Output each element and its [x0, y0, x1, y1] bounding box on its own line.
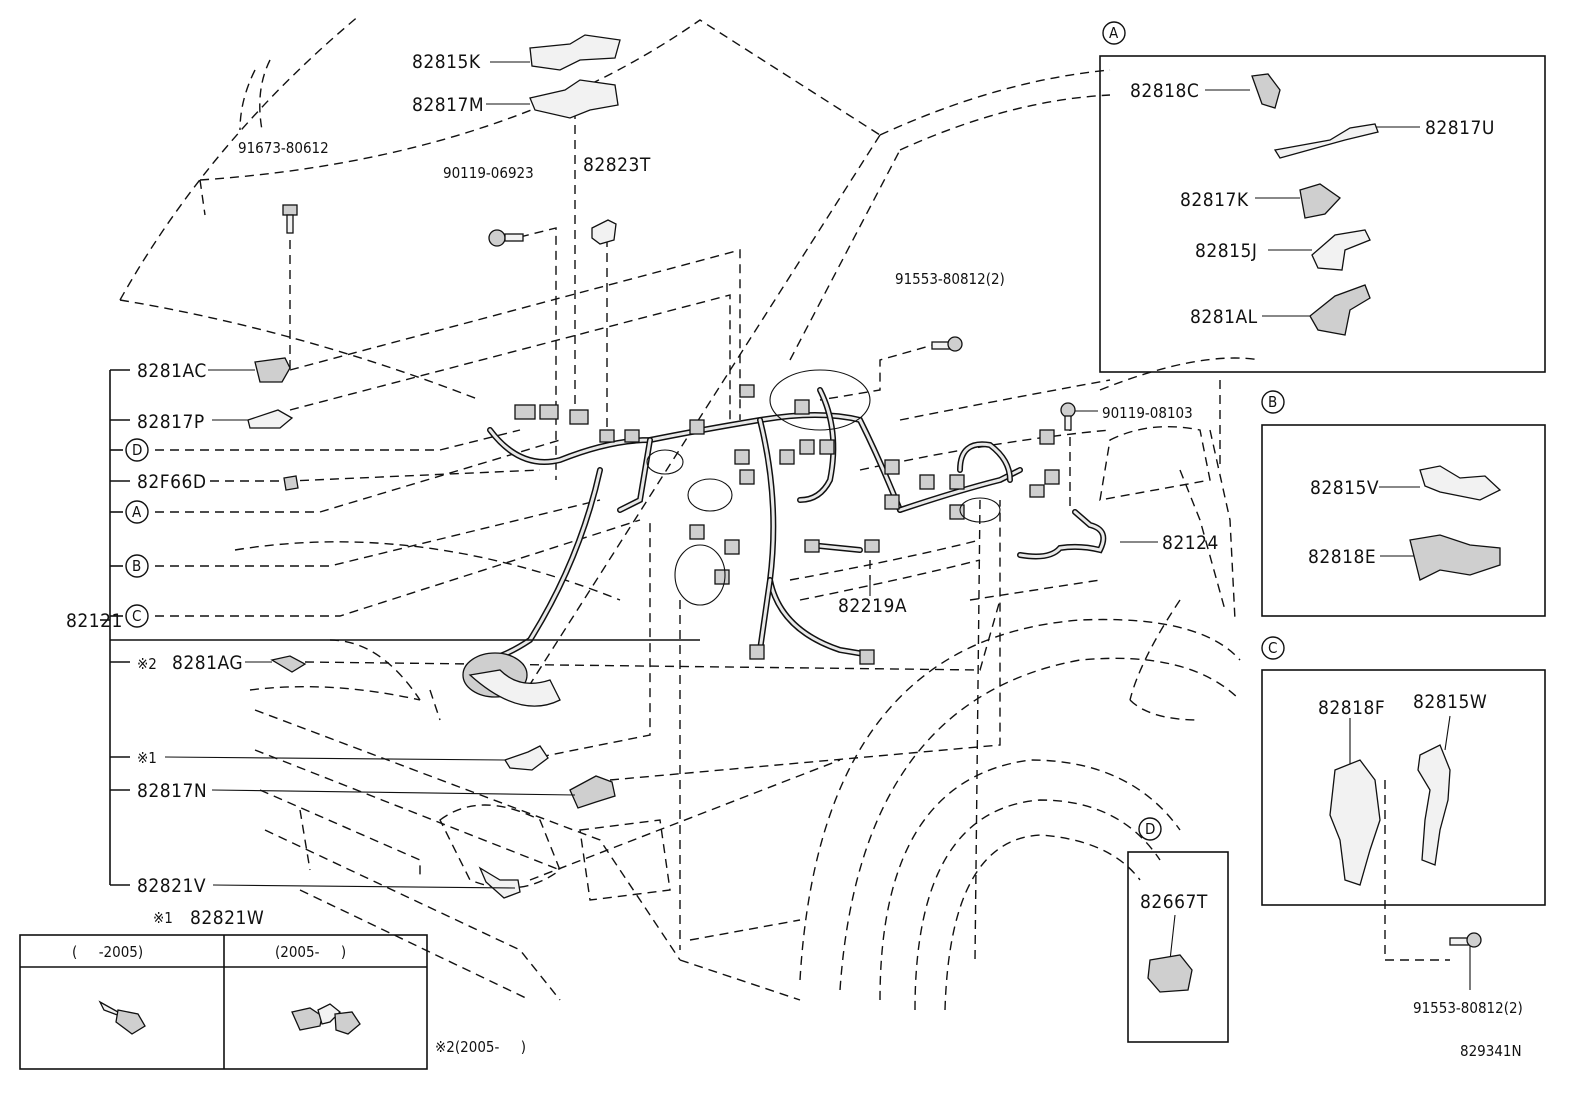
label-82219a: 82219A: [838, 595, 907, 617]
bolt-91553-mid-icon: [931, 336, 963, 352]
label-82817p: 82817P: [137, 411, 205, 433]
ref-circle-c: [125, 604, 149, 628]
grommet-post2005-icon: [291, 1003, 361, 1035]
label-82815j: 82815J: [1195, 240, 1257, 262]
ref-circle-d: [125, 438, 149, 462]
part-82818e-shape: [1409, 534, 1501, 581]
bolt-90119-08103-icon: [1060, 402, 1076, 431]
part-8281ac-shape: [254, 357, 291, 383]
part-82815k-shape: [529, 34, 621, 71]
label-82124: 82124: [1162, 532, 1219, 554]
ref-c-label: C: [132, 607, 141, 625]
detail-box-a: A 82818C 82817U 82817K 82815J 8281AL: [1099, 21, 1546, 373]
table-col2-header: (2005- ): [275, 943, 346, 961]
label-8281al: 8281AL: [1190, 306, 1258, 328]
detail-a-circle: [1102, 21, 1126, 45]
part-mark1-shape: [504, 745, 549, 771]
table-col1-header: ( -2005): [72, 943, 143, 961]
label-82817u: 82817U: [1425, 117, 1495, 139]
table-mark1: ※1: [153, 909, 173, 927]
label-82823t: 82823T: [583, 154, 651, 176]
label-82815v: 82815V: [1310, 477, 1379, 499]
detail-b-circle: [1261, 390, 1285, 414]
variant-table: ※1 82821W ( -2005) (2005- ): [19, 907, 428, 1070]
left-bracket: [100, 369, 700, 889]
label-82f66d: 82F66D: [137, 471, 207, 493]
ref-a-label: A: [132, 503, 142, 521]
label-90119-08103: 90119-08103: [1102, 404, 1193, 422]
detail-box-b: B 82815V 82818E: [1261, 390, 1546, 617]
mark2-label: ※2: [137, 655, 157, 673]
parts: [247, 34, 1076, 899]
label-91673-80612: 91673-80612: [238, 139, 329, 157]
part-8281al-shape: [1309, 284, 1371, 336]
label-82818e: 82818E: [1308, 546, 1376, 568]
detail-box-c: C 82818F 82815W 91553-80812(2): [1261, 636, 1546, 1017]
note-mark2: ※2(2005- ): [435, 1038, 526, 1056]
detail-b-tag: B: [1268, 393, 1277, 411]
label-82667t: 82667T: [1140, 891, 1208, 913]
detail-c-circle: [1261, 636, 1285, 660]
part-8281ag-shape: [270, 655, 307, 673]
vehicle-outline: [119, 14, 1261, 1011]
detail-d-circle: [1138, 817, 1162, 841]
label-82818c: 82818C: [1130, 80, 1199, 102]
label-82821v: 82821V: [137, 875, 206, 897]
bolt-90119-06923-icon: [488, 229, 524, 247]
table-title: 82821W: [190, 907, 264, 929]
part-82815j-shape: [1311, 229, 1371, 271]
part-82817m-shape: [529, 79, 619, 119]
part-82818f-shape: [1329, 759, 1381, 886]
label-82815k: 82815K: [412, 51, 481, 73]
label-8281ac: 8281AC: [137, 360, 207, 382]
part-82823t-shape: [591, 219, 617, 245]
detail-d-tag: D: [1145, 820, 1155, 838]
detail-a-tag: A: [1109, 24, 1119, 42]
label-82815w: 82815W: [1413, 691, 1487, 713]
grommet-pre2005-icon: [98, 1000, 146, 1035]
label-91553-80812-bottom: 91553-80812(2): [1413, 999, 1523, 1017]
part-82818c-shape: [1251, 73, 1281, 109]
label-90119-06923: 90119-06923: [443, 164, 534, 182]
bolt-91673-icon: [282, 204, 298, 234]
label-8281ag: 8281AG: [172, 652, 243, 674]
bolt-91553-bottom-icon: [1449, 932, 1482, 948]
part-82817k-shape: [1299, 183, 1341, 219]
ref-circle-a: [125, 500, 149, 524]
leader-lines: [155, 61, 1471, 990]
detail-c-tag: C: [1268, 639, 1277, 657]
part-82815w-shape: [1417, 744, 1451, 866]
part-82817n-shape: [569, 775, 616, 809]
part-82f66d-shape: [283, 475, 299, 491]
part-82817u-shape: [1273, 123, 1379, 159]
ref-d-label: D: [132, 441, 142, 459]
part-82667t-shape: [1147, 954, 1193, 993]
detail-box-d: D 82667T: [1127, 817, 1229, 1043]
label-82818f: 82818F: [1318, 697, 1385, 719]
diagram-id: 829341N: [1460, 1042, 1522, 1060]
part-82815v-shape: [1419, 465, 1502, 501]
mark1-label: ※1: [137, 749, 157, 767]
label-82817k: 82817K: [1180, 189, 1249, 211]
label-82817n: 82817N: [137, 780, 207, 802]
label-82817m: 82817M: [412, 94, 484, 116]
part-82817p-shape: [247, 409, 294, 429]
label-91553-80812-mid: 91553-80812(2): [895, 270, 1005, 288]
part-82821v-shape: [478, 866, 521, 899]
wire-harness-82121: [462, 369, 1107, 707]
ref-circle-b: [125, 554, 149, 578]
ref-b-label: B: [132, 557, 141, 575]
label-82121: 82121: [66, 610, 123, 632]
